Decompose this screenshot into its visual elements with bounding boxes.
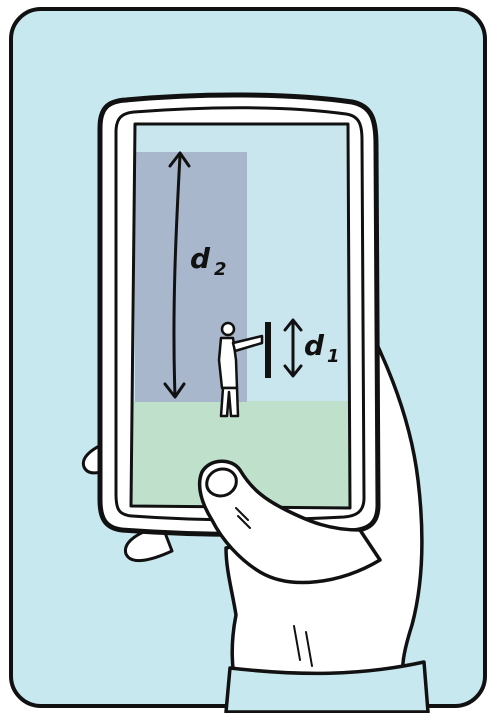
- d1-label: d: [304, 329, 325, 362]
- d2-label-subscript: 2: [214, 259, 227, 280]
- d1-label-subscript: 1: [327, 346, 340, 367]
- thumbnail: [207, 469, 237, 496]
- d2-label: d: [190, 242, 211, 275]
- measurement-pole: [265, 322, 271, 378]
- phone-screen: [120, 118, 360, 521]
